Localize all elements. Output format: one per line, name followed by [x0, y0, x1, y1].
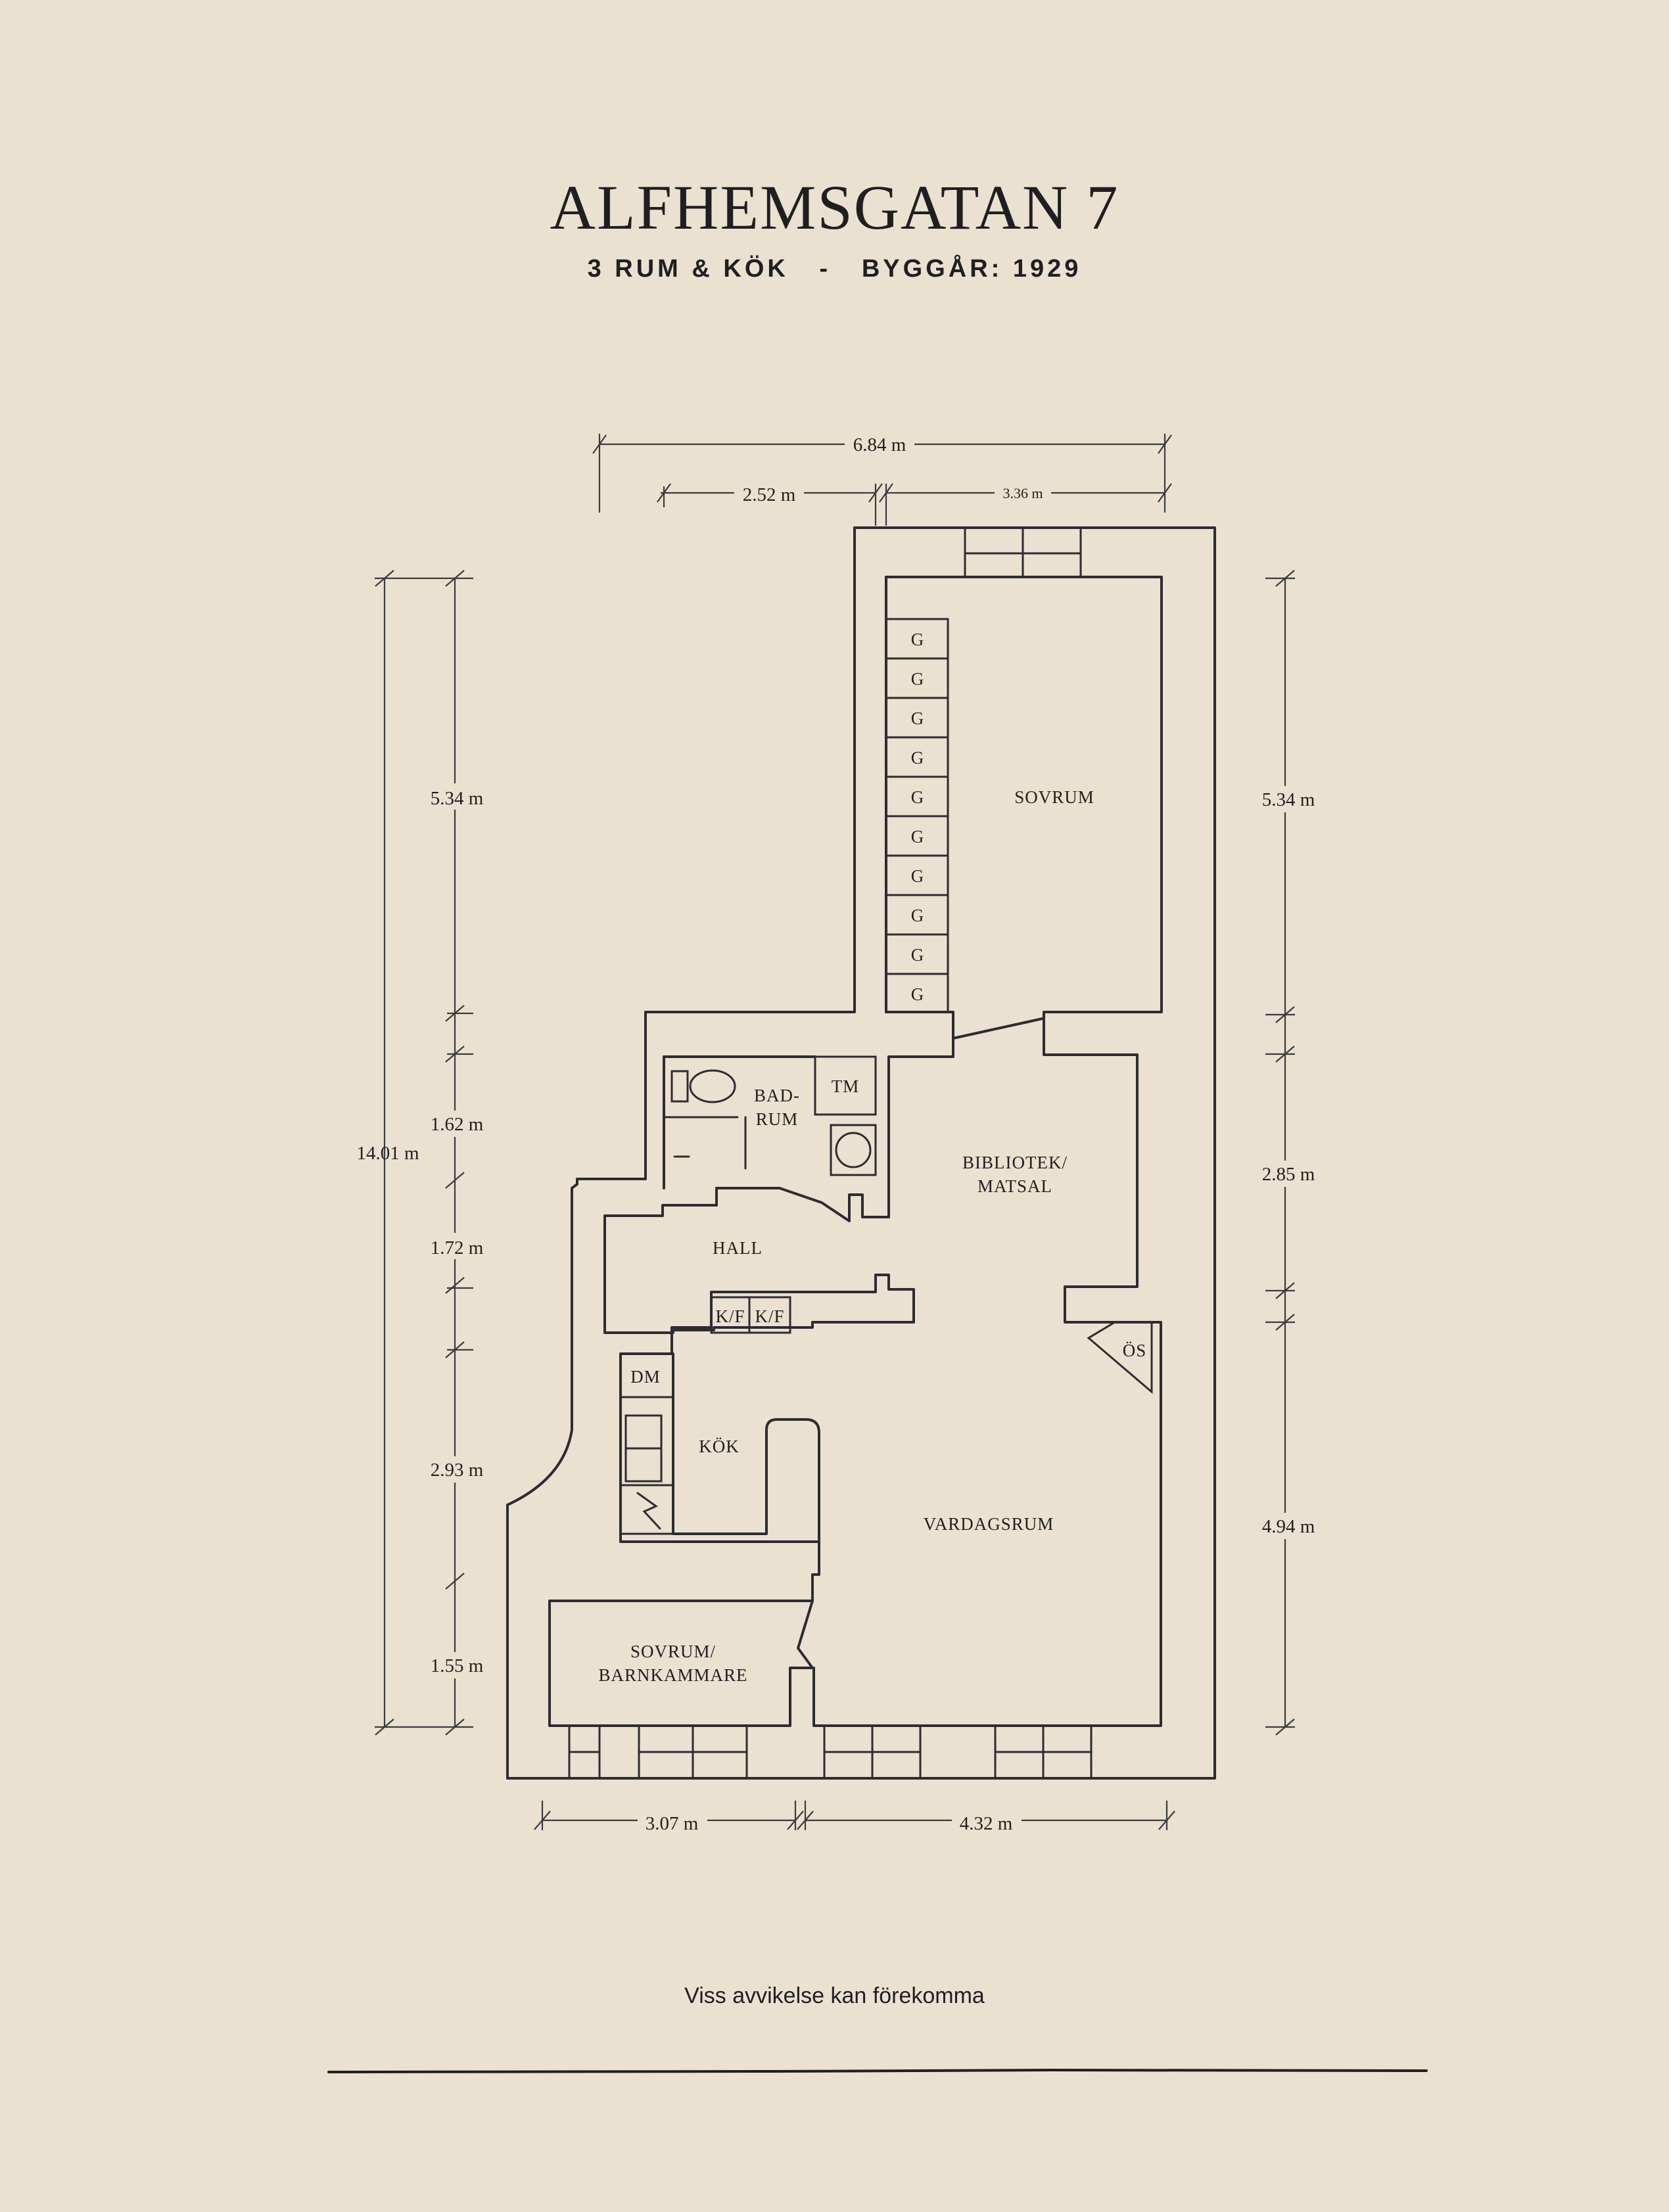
room-bibliotek-1: BIBLIOTEK/ [962, 1153, 1068, 1172]
subtitle-separator: - [819, 255, 832, 283]
wardrobe-label: G [911, 945, 925, 965]
dim-right-2: 2.85 m [1262, 1164, 1315, 1185]
small-bedroom [797, 1600, 814, 1669]
dimension-labels: 6.84 m 2.52 m 3.36 m 14.01 m 5.34 m 1.62… [356, 430, 1322, 1834]
dim-bottom-left: 3.07 m [646, 1813, 699, 1834]
dim-left-4: 2.93 m [431, 1460, 484, 1481]
bathroom [663, 1055, 877, 1189]
wardrobe-label: G [911, 787, 925, 807]
dim-top-right: 3.36 m [1002, 485, 1043, 501]
wardrobe-label: G [911, 906, 925, 925]
disclaimer-note: Viss avvikelse kan förekomma [684, 1983, 985, 2008]
page-title: ALFHEMSGATAN 7 [550, 172, 1119, 242]
room-bibliotek-2: MATSAL [977, 1176, 1052, 1196]
subtitle-year: BYGGÅR: 1929 [861, 255, 1082, 283]
hall-closets [710, 1011, 1044, 1334]
wardrobe-label: G [911, 669, 925, 689]
dim-right-3: 4.94 m [1262, 1516, 1315, 1537]
dim-top-total: 6.84 m [853, 434, 906, 455]
room-tm: TM [832, 1076, 860, 1096]
kitchen [619, 1352, 820, 1543]
dim-right-1: 5.34 m [1262, 789, 1315, 810]
footer-divider [327, 2068, 1428, 2073]
wardrobes: G G G G G G G G G G [885, 618, 949, 1013]
room-vardagsrum: VARDAGSRUM [924, 1514, 1054, 1534]
room-os: ÖS [1123, 1341, 1147, 1360]
room-sovrum2-1: SOVRUM/ [630, 1642, 716, 1661]
dim-left-total: 14.01 m [356, 1143, 419, 1164]
outer-walls [506, 526, 1216, 1780]
room-badrum-2: RUM [756, 1109, 799, 1129]
subtitle-rooms: 3 RUM & KÖK [587, 255, 789, 283]
room-hall: HALL [713, 1238, 763, 1258]
dim-bottom-right: 4.32 m [960, 1813, 1013, 1834]
wardrobe-label: G [911, 866, 925, 886]
dim-left-1: 5.34 m [431, 788, 484, 809]
dim-left-5: 1.55 m [431, 1655, 484, 1676]
dimension-lines [375, 434, 1295, 1830]
dim-top-left: 2.52 m [743, 484, 796, 505]
room-labels: SOVRUM BAD- RUM TM BIBLIOTEK/ MATSAL HAL… [598, 787, 1146, 1685]
wardrobe-label: G [911, 708, 925, 728]
wardrobe-label: G [911, 827, 925, 846]
wardrobe-label: G [911, 630, 925, 649]
room-sovrum2-2: BARNKAMMARE [598, 1665, 747, 1685]
room-badrum-1: BAD- [754, 1086, 800, 1105]
dim-left-3: 1.72 m [431, 1237, 484, 1258]
dim-left-2: 1.62 m [431, 1114, 484, 1135]
wardrobe-label: G [911, 984, 925, 1004]
room-kok: KÖK [699, 1437, 740, 1456]
room-kf-2: K/F [755, 1306, 784, 1326]
page-subtitle: 3 RUM & KÖK - BYGGÅR: 1929 [0, 255, 1669, 283]
windows [568, 526, 1093, 1780]
room-kf-1: K/F [715, 1306, 745, 1326]
wardrobe-label: G [911, 748, 925, 768]
room-dm: DM [630, 1367, 661, 1387]
room-sovrum: SOVRUM [1014, 787, 1094, 807]
stove-corner [1087, 1321, 1153, 1394]
